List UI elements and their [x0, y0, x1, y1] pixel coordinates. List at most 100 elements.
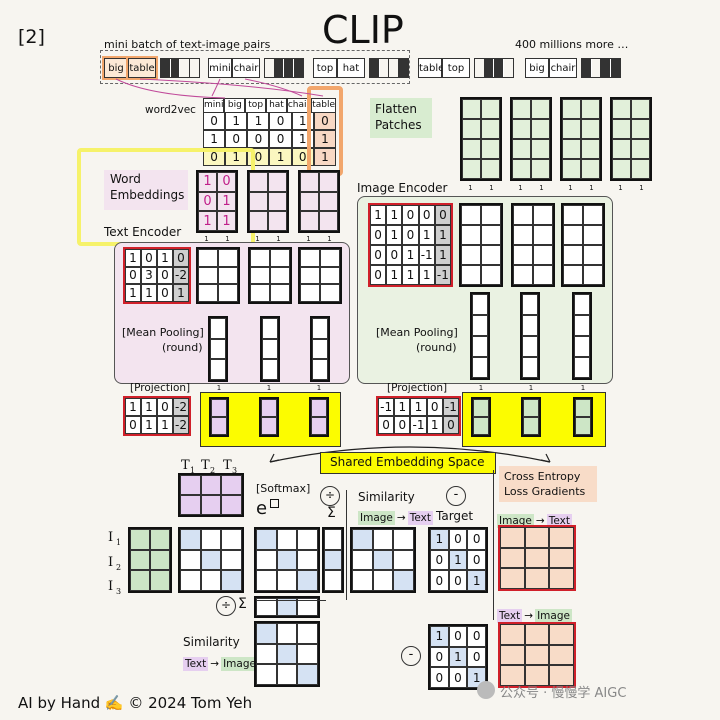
image-to-text-label: Image→Text	[358, 506, 433, 525]
image-embedding-vector-cell	[575, 399, 591, 417]
one-label: 1	[255, 235, 260, 243]
image-pooled-vector	[520, 292, 540, 380]
ones-row: 1	[209, 384, 229, 392]
text-embeddings-matrix-cell	[180, 495, 201, 515]
image-embedding-sub: 3	[116, 587, 122, 596]
shared-space-box	[320, 452, 496, 474]
exp-matrix-cell	[276, 529, 298, 550]
text-hidden-matrix-cell	[270, 284, 290, 302]
word-embeddings-label-2: Embeddings	[110, 188, 185, 202]
text-embedding-vector	[209, 397, 229, 437]
word-tag: mini	[208, 58, 232, 78]
flattened-patch-cell	[512, 139, 531, 159]
column-sum-row	[322, 527, 344, 593]
flattened-patch-cell	[531, 119, 550, 139]
text-embedding-sub: 1	[190, 466, 196, 475]
text-to-image-gradient-cell	[524, 665, 550, 686]
exp-matrix-cell	[256, 549, 277, 571]
column-sum-row-cell	[324, 549, 342, 571]
image-encoder-weights-cell: 1	[418, 265, 435, 285]
image-embedding-vector	[471, 397, 491, 437]
word2vec-cell: 1	[225, 112, 248, 130]
text-projection-weights-cell: 1	[141, 416, 157, 434]
word2vec-cell: 0	[313, 112, 336, 130]
text-embedding-vector-cell	[311, 399, 327, 417]
flattened-patch-cell	[562, 159, 581, 179]
image-to-text-similarity-cell	[372, 570, 394, 591]
text-hidden-matrix-cell	[250, 266, 270, 285]
image-to-text-similarity-cell	[393, 570, 414, 591]
target-matrix-2-cell: 0	[430, 646, 449, 668]
text-pooled-vector-cell	[312, 318, 328, 339]
text-pooled-vector	[260, 316, 280, 382]
dot-product-matrix-cell	[180, 529, 201, 550]
text-projection-weights-cell: 0	[157, 398, 173, 416]
flattened-patch-cell	[462, 119, 481, 139]
image-hidden-matrix-cell	[461, 265, 481, 285]
text-hidden-matrix-cell	[198, 249, 218, 267]
dot-product-matrix-cell	[221, 570, 242, 591]
image-hidden-matrix-cell	[513, 245, 533, 265]
image-hidden-matrix-cell	[481, 265, 501, 285]
text-pooled-vector-cell	[210, 359, 226, 380]
image-hidden-matrix-cell	[533, 225, 553, 245]
image-pooled-vector-cell	[522, 357, 538, 378]
text-embedding-vector-cell	[211, 417, 227, 435]
arrow-glyph: →	[535, 515, 545, 527]
image-hidden-matrix-cell	[533, 245, 553, 265]
text-pooled-vector-cell	[262, 359, 278, 380]
image-pooled-vector-cell	[522, 315, 538, 336]
arrow-glyph: →	[524, 610, 534, 622]
text-projection-weights-cell: -2	[173, 398, 189, 416]
flattened-patch-cell	[512, 119, 531, 139]
word-embeddings-label-bg	[104, 170, 188, 210]
text-projection-weights-cell: -2	[173, 416, 189, 434]
text-chip: Text	[407, 511, 433, 525]
watermark-text: 公众号 · 慢慢学 AIGC	[500, 686, 627, 701]
image-chip: Image	[221, 657, 258, 671]
text-projection-weights-cell: 1	[157, 416, 173, 434]
one-label: 1	[306, 235, 311, 243]
column-sum-row-cell	[324, 570, 342, 591]
word-embedding-cell	[249, 172, 268, 192]
flattened-patch-cell	[562, 119, 581, 139]
word-tag: table	[418, 58, 444, 78]
dot-product-matrix-cell	[200, 549, 222, 571]
ones-row: 1	[521, 384, 541, 392]
image-hidden-matrix-cell	[583, 265, 603, 285]
image-hidden-matrix	[511, 203, 555, 287]
image-to-text-similarity-cell	[352, 549, 373, 571]
exp-exponent-box	[270, 499, 279, 508]
image-hidden-matrix-cell	[481, 225, 501, 245]
minus-icon: -	[401, 646, 421, 666]
image-encoder-weights-cell: 0	[418, 205, 435, 225]
image-to-text-gradient-cell	[524, 568, 550, 589]
image-to-text-gradient-cell	[524, 527, 550, 548]
one-label: 1	[327, 235, 332, 243]
word-tag: hat	[337, 58, 365, 78]
target-matrix-cell: 1	[430, 529, 449, 550]
exp-matrix-cell	[297, 570, 318, 591]
image-encoder-weights-cell: 0	[370, 225, 387, 245]
flattened-patch-cell	[581, 159, 600, 179]
flattened-patch	[460, 97, 502, 181]
image-to-text-similarity-cell	[372, 529, 394, 550]
text-encoder-weights-cell: 0	[173, 249, 189, 267]
image-hidden-matrix-cell	[461, 225, 481, 245]
text-to-image-similarity-cell	[256, 643, 277, 665]
text-to-image-gradient-cell	[500, 624, 525, 645]
image-to-text-gradient-cell	[549, 547, 574, 569]
text-to-image-gradient-cell	[549, 624, 574, 645]
image-encoder-weights-cell: 1	[418, 225, 435, 245]
text-to-image-similarity-cell	[276, 643, 298, 665]
image-encoder-weights-cell: 1	[370, 205, 387, 225]
image-projection-weights-cell: 1	[426, 416, 443, 434]
text-chip: Text	[183, 657, 209, 671]
image-hidden-matrix-cell	[461, 205, 481, 225]
image-embedding-label: I	[108, 530, 114, 545]
text-embeddings-matrix-cell	[221, 495, 242, 515]
